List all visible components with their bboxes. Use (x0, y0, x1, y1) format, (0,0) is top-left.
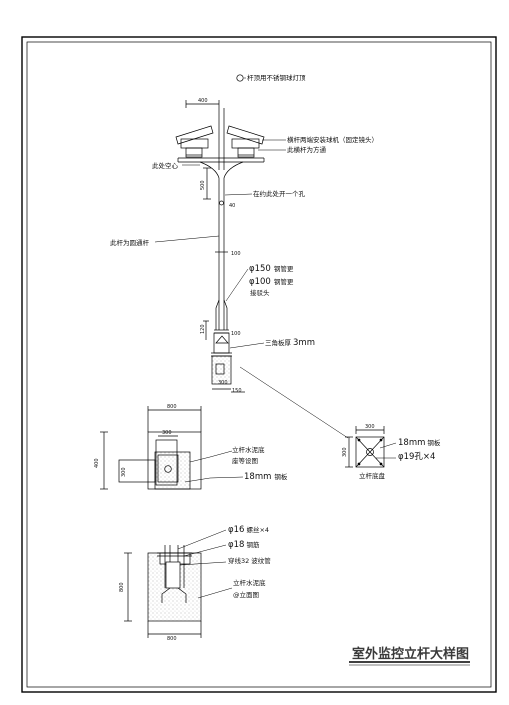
base-section (124, 545, 202, 638)
base-plan (100, 406, 202, 490)
dim-120: 120 (200, 324, 206, 334)
arm-dim: 400 (198, 98, 208, 104)
section-note1: 立杆水泥底 (233, 578, 266, 587)
plan-dim-left: 400 (94, 458, 100, 468)
leader-lines (154, 77, 349, 439)
plan-dim-inner: 300 (162, 430, 172, 436)
arm-pipe-note: 此横杆为方通 (287, 145, 327, 154)
dim-150: 150 (232, 388, 242, 394)
top-ball-icon (236, 74, 244, 82)
title-block: 室外监控立杆大样图 (349, 646, 470, 666)
section-dim-left: 800 (119, 582, 125, 592)
top-note: 杆顶用不锈钢球灯顶 (247, 73, 306, 82)
camera-right-icon (226, 125, 265, 158)
plate-holes: φ19孔×4 (398, 452, 435, 462)
dim-300: 300 (218, 380, 228, 386)
hole-note: 在约此处开一个孔 (253, 189, 306, 198)
camera-note: 横杆两端安装球机（固定镜头） (287, 135, 378, 144)
base-plan-leaders (184, 450, 244, 483)
joint-note: 接驳头 (250, 288, 270, 297)
hollow-note: 此处空心 (152, 161, 179, 170)
dim-40: 40 (229, 203, 235, 209)
elevation-labels: 杆顶用不锈钢球灯顶 400 横杆两端安装球机（固定镜头） 此横杆为方通 此处空心… (110, 73, 378, 394)
plate-caption: 立杆底盘 (359, 471, 386, 480)
inner-border (26, 41, 492, 688)
section-dim-bottom: 800 (167, 636, 177, 642)
upper-dim: 500 (200, 180, 206, 190)
outer-border (21, 36, 497, 693)
pole-elevation (175, 74, 265, 393)
dim-100b: 100 (231, 331, 241, 337)
cable-hole-icon (219, 200, 224, 206)
plan-dim-top: 800 (167, 404, 177, 410)
section-note2: @立面图 (233, 590, 259, 599)
base-plate-leaders (376, 442, 397, 459)
camera-left-icon (175, 125, 214, 158)
plan-dim-mid: 300 (121, 467, 127, 477)
pole-note: 此杆为圆通杆 (110, 238, 150, 247)
base-plate (345, 426, 385, 468)
plan-note2: 座等设图 (232, 456, 258, 465)
base-section-leaders (177, 529, 233, 599)
dim-100a: 100 (231, 251, 241, 257)
plate-dim-left: 300 (342, 447, 348, 457)
plan-note1: 立杆水泥底 (232, 445, 265, 454)
plate-dim-top: 300 (365, 424, 375, 430)
drawing-title: 室外监控立杆大样图 (352, 646, 469, 662)
